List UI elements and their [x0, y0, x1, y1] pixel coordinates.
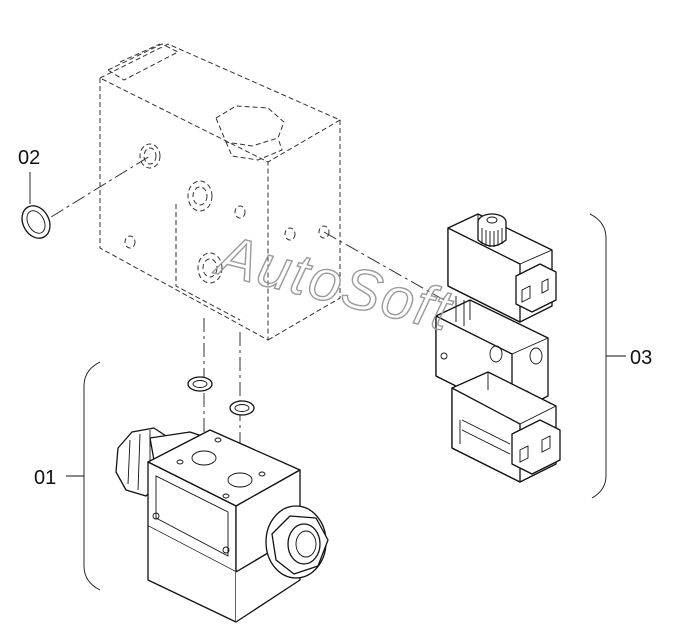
- o-rings-ports: [187, 376, 255, 416]
- callout-label-02: 02: [18, 147, 40, 169]
- manifold-block: [98, 43, 342, 341]
- solenoid-valve-03: [435, 213, 561, 483]
- valve-body-01: [115, 427, 329, 623]
- callout-label-01: 01: [34, 467, 56, 489]
- callout-label-03: 03: [630, 347, 652, 369]
- callout-brackets: [29, 172, 626, 591]
- watermark-text: AutoSoft: [209, 222, 460, 344]
- o-ring-02: [21, 205, 51, 239]
